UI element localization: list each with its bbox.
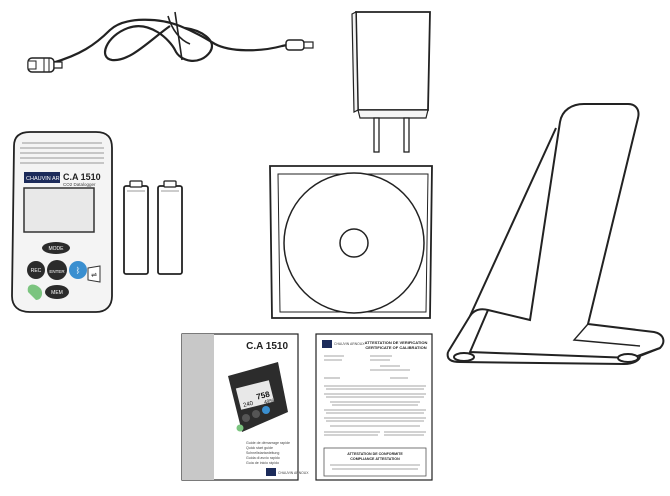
side-usb-port [87,265,101,283]
usb-cable [51,11,293,65]
manual-lang-1: Quick start guide [246,446,273,450]
device-lcd-screen [23,187,95,233]
vent-grille [20,142,104,164]
co2-datalogger-device: CHAUVIN ARNOUX C.A 1510 CO2 Datalogger M… [11,131,113,313]
certificate-title-fr: ATTESTATION DE VERIFICATION [365,340,428,345]
mem-button[interactable] [45,285,69,299]
device-brand-text: CHAUVIN ARNOUX [26,176,76,182]
mem-button-label: MEM [51,290,63,296]
calibration-certificate: CHAUVIN ARNOUX ATTESTATION DE VERIFICATI… [315,333,433,481]
device-subtitle: CO2 Datalogger [63,182,96,187]
certificate-title-en: CERTIFICATE OF CALIBRATION [365,345,426,350]
compliance-title-en: COMPLIANCE ATTESTATION [350,457,400,461]
power-adapter [351,11,431,153]
rec-button-label: REC [31,268,42,274]
manual-lang-0: Guide de démarrage rapide [246,441,290,445]
usb-a-plug [27,57,63,73]
manual-lang-3: Guida di avvio rapido [246,456,280,460]
cd-hole [339,228,369,258]
manual-screen-humidity: 49% [263,398,275,406]
power-button[interactable] [27,284,43,300]
manual-screen-temp: 240 [243,401,255,409]
quick-start-guide: C.A 1510 758 240 49% Guide de démarrage … [181,333,309,481]
mode-button-label: MODE [49,246,65,252]
manual-brand: CHAUVIN ARNOUX [278,471,309,475]
certificate-brand: CHAUVIN ARNOUX [334,342,365,346]
rec-button[interactable] [27,261,45,279]
mode-button[interactable] [42,242,70,254]
battery-2 [157,180,183,275]
manual-lang-2: Schnellstartanleitung [246,451,279,455]
enter-button[interactable] [47,260,67,280]
battery-1 [123,180,149,275]
bluetooth-icon: ᛒ [76,266,81,275]
enter-button-label: ENTER [49,269,65,274]
usb-port-icon: ⇌ [91,271,97,279]
certificate-body-text [324,355,426,436]
device-model-label: C.A 1510 [63,172,101,182]
manual-screen-reading: 758 [255,389,271,401]
cd-in-sleeve [269,165,433,319]
manual-title: C.A 1510 [246,341,288,352]
device-stand [446,103,665,366]
compliance-title-fr: ATTESTATION DE CONFORMITE [347,452,403,456]
micro-usb-plug [285,39,314,51]
bluetooth-button[interactable] [69,261,87,279]
manual-lang-4: Guía de inicio rápido [246,461,279,465]
device-brand-logo [24,172,60,183]
